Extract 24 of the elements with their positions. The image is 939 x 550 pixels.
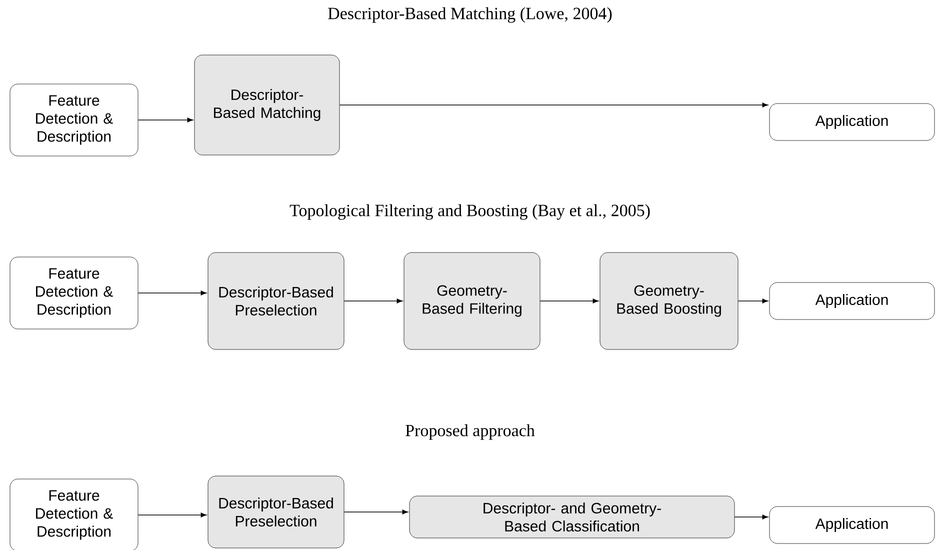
input-box: Feature Detection & Description	[10, 256, 138, 330]
arrow	[738, 298, 768, 304]
arrow	[138, 290, 207, 296]
output-box: Application	[769, 282, 935, 320]
section-heading: Topological Filtering and Boosting (Bay et al., 2005)	[290, 204, 650, 220]
process-box: Geometry-Based Boosting	[600, 252, 738, 350]
process-box: Descriptor-Based Preselection	[208, 252, 344, 350]
arrow	[734, 514, 768, 520]
arrow	[138, 118, 194, 122]
arrow	[540, 298, 599, 304]
arrow	[344, 298, 403, 304]
arrow	[344, 510, 408, 514]
output-box: Application	[769, 103, 935, 141]
process-box: Descriptor-Based Matching	[194, 54, 340, 156]
process-box: Descriptor-Based Preselection	[208, 476, 344, 548]
output-box: Application	[769, 506, 935, 544]
input-box: Feature Detection & Description	[10, 478, 138, 550]
section-heading: Descriptor-Based Matching (Lowe, 2004)	[328, 7, 612, 23]
process-box: Geometry-Based Filtering	[404, 252, 540, 350]
section-heading: Proposed approach	[406, 424, 535, 440]
process-box: Descriptor- and Geometry-Based Classification	[409, 496, 735, 538]
arrow	[339, 102, 768, 108]
arrow	[138, 512, 207, 518]
input-box: Feature Detection & Description	[10, 84, 138, 156]
